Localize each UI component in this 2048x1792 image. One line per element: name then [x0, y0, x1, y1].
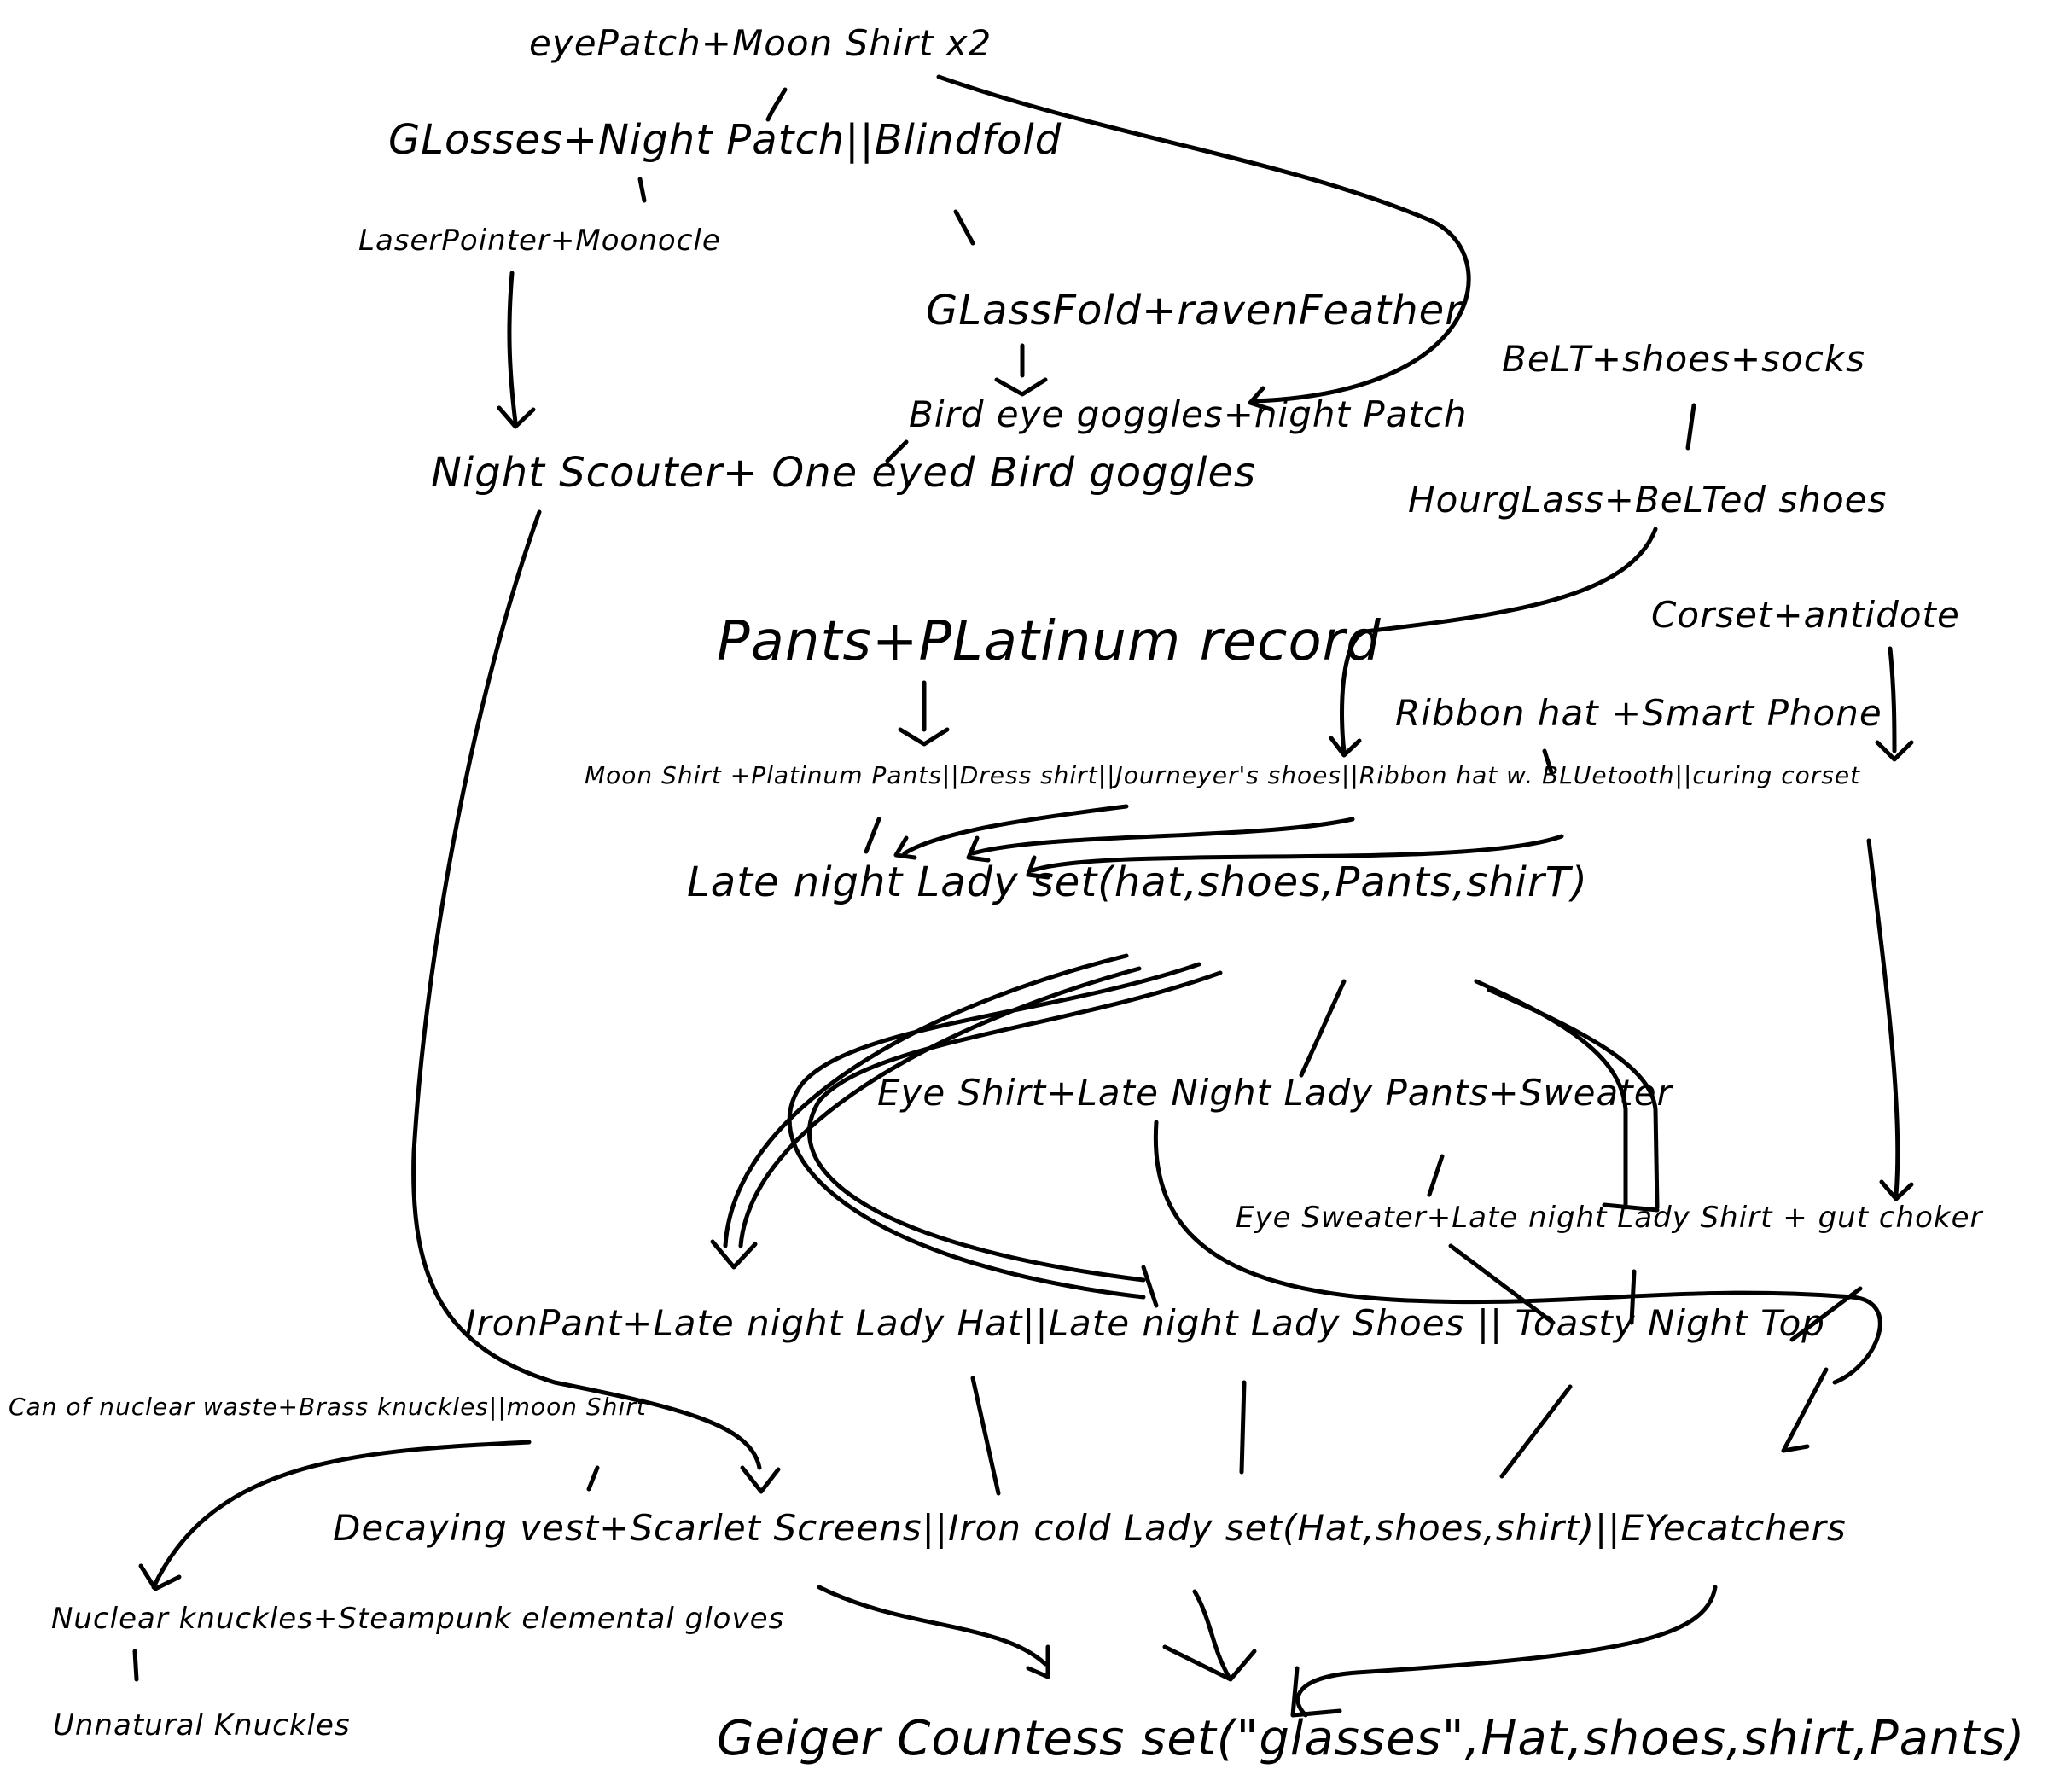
node-corset-antidote: Corset+antidote [1651, 594, 1960, 636]
arrow-scarlet-to-geiger [817, 1585, 1048, 1667]
arrow-head-gutchoker [1879, 1179, 1914, 1201]
node-glassfold-ravenfeather: GLassFold+ravenFeather [926, 287, 1463, 335]
arrow-moonshirt-to-latenight [864, 817, 881, 854]
arrow-eyeshirt-to-eyesweater [1427, 1154, 1445, 1197]
arrow-latenight-to-eyeshirt [1299, 979, 1347, 1078]
arrow-dressshirt-to-latenight [902, 804, 1129, 856]
node-eyesweater-row: Eye Sweater+Late night Lady Shirt + gut … [1236, 1201, 1983, 1235]
arrow-eyepatch-to-glasses [765, 87, 788, 122]
arrow-toasty-to-ironcold [1499, 1384, 1573, 1479]
arrow-journeyer-to-latenight [970, 817, 1355, 856]
arrow-eyepatch-loop-to-birdeye [936, 74, 1471, 404]
arrow-head-toasty-right [1781, 1367, 1829, 1453]
node-laserpointer-monocle: LaserPointer+Moonocle [358, 224, 721, 258]
node-latenight-set: Late night Lady set(hat,shoes,Pants,shir… [687, 858, 1588, 906]
arrow-eyesweater-to-toasty-2 [1629, 1269, 1637, 1325]
node-pants-platinum-record: Pants+PLatinum record [717, 610, 1382, 673]
node-decaying-row: Decaying vest+Scarlet Screens||Iron cold… [333, 1507, 1847, 1549]
arrow-head-nuclearknuckles [138, 1563, 182, 1591]
arrow-head-dressshirt [893, 835, 917, 860]
arrow-eyesweater-to-toasty [1448, 1243, 1556, 1325]
arrow-head-geiger-2 [1162, 1644, 1257, 1682]
arrow-belt-to-hourglass [1685, 403, 1696, 451]
arrow-head-journeyer-latenight [966, 835, 991, 863]
arrow-glasses-to-glassfold [953, 209, 975, 246]
node-eyeshirt-row: Eye Shirt+Late Night Lady Pants+Sweater [877, 1072, 1673, 1114]
node-glasses-nightpatch-blindfold: GLosses+Night Patch||Blindfold [388, 116, 1062, 164]
node-eyepatch-moonshirt: eyePatch+Moon Shirt x2 [529, 22, 992, 64]
arrow-latenight-hat-to-ironpant-2 [738, 966, 1142, 1248]
node-hourglass-beltedshoes: HourgLass+BeLTed shoes [1408, 479, 1888, 521]
node-ironpant-row: IronPant+Late night Lady Hat||Late night… [465, 1302, 1825, 1344]
arrow-ribbon-to-bluetooth [1542, 748, 1554, 775]
node-geiger-set: Geiger Countess set("glasses",Hat,shoes,… [717, 1711, 2026, 1766]
arrow-head-curing [1875, 740, 1914, 762]
arrow-head-moonshirt [898, 727, 950, 747]
line-eyeshirt-to-toasty [1153, 1120, 1882, 1385]
arrow-glasses-to-laser [637, 177, 647, 203]
arrow-latenight-shirt-to-eyesweater-2 [1487, 987, 1660, 1210]
arrow-head-scarlet [740, 1465, 781, 1494]
node-nightscouter-oneeyed: Night Scouter+ One eyed Bird goggles [431, 449, 1256, 497]
arrow-latenight-hat-to-ironpant [723, 953, 1129, 1248]
line-nightscouter-to-decaying [411, 509, 762, 1470]
node-moonshirt-row: Moon Shirt +Platinum Pants||Dress shirt|… [585, 761, 1861, 789]
arrow-head-nightscouter [497, 405, 536, 429]
arrow-head-ironpant [710, 1239, 758, 1270]
arrow-head-journeyer [1329, 736, 1362, 758]
line-hourglass-to-journeyer [1340, 527, 1658, 753]
node-nuclear-knuckles: Nuclear knuckles+Steampunk elemental glo… [51, 1602, 785, 1636]
arrow-head-ladyshoes [1141, 1265, 1159, 1308]
node-nuclear-waste-row: Can of nuclear waste+Brass knuckles||moo… [9, 1393, 647, 1421]
node-ribbonhat-smartphone: Ribbon hat +Smart Phone [1395, 692, 1882, 734]
arrow-head-birdeye [1248, 386, 1274, 412]
arrow-ironcold-to-geiger [1192, 1589, 1231, 1679]
arrow-head-eyesweater [1602, 1202, 1660, 1213]
node-unnatural-knuckles: Unnatural Knuckles [53, 1708, 351, 1743]
arrow-eyecatchers-to-geiger [1295, 1585, 1718, 1718]
arrow-gutchoker-to-toasty [1789, 1286, 1863, 1342]
arrow-laser-to-nightscouter [507, 271, 518, 425]
node-birdeye-goggles-nightpatch: Bird eye goggles+night Patch [909, 393, 1468, 435]
arrow-latenight-shoes-to-lady [787, 962, 1201, 1300]
node-belt-shoes-socks: BeLT+shoes+socks [1502, 338, 1866, 380]
arrow-head-bluetooth-latenight [1026, 855, 1050, 880]
arrow-head-geiger-1 [1026, 1644, 1050, 1679]
arrow-corset-to-curing [1888, 646, 1897, 753]
arrow-nuclear-to-decaying [586, 1465, 600, 1492]
arrow-head-geiger-3 [1290, 1666, 1342, 1718]
line-nuclear-to-nuclearknuckles [151, 1440, 532, 1590]
arrow-latenight-shoes-to-lady-2 [807, 970, 1223, 1283]
arrow-curing-to-gutchoker [1866, 838, 1900, 1197]
arrow-head-glassfold [994, 377, 1048, 397]
arrow-ladyshoes-to-ironcold [1239, 1380, 1247, 1475]
arrow-ladyhat-to-ironcold [970, 1376, 1001, 1496]
arrow-birdeye-to-oneeyed [885, 439, 909, 463]
arrow-nuclearknuckles-to-unnatural [132, 1649, 139, 1682]
arrow-bluetooth-to-latenight [1030, 834, 1564, 873]
